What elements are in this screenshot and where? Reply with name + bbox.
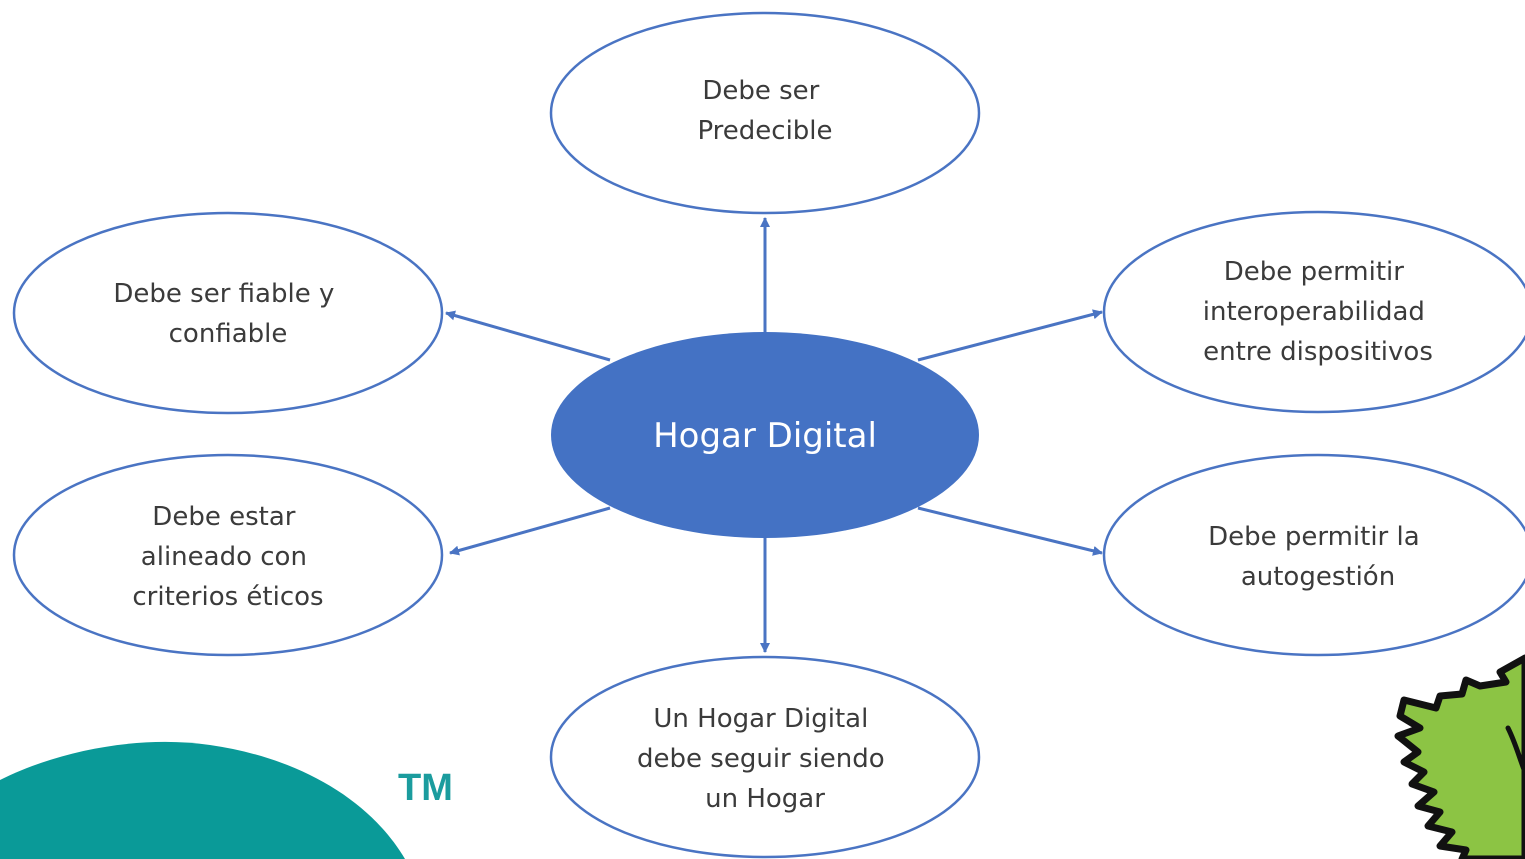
node-top-shape [549,11,981,215]
trademark-mark: TM [398,767,453,809]
node-lower-right-shape [1102,453,1525,657]
node-lower-left: Debe estar alineado con criterios éticos [12,453,444,657]
node-upper-left-line-1: Debe ser fiable y [113,279,334,309]
svg-text:Un Hogar Digital debe: Un Hogar Digital debe seguir siendo un H… [637,704,893,814]
node-upper-right-line-1: Debe permitir [1224,257,1404,287]
svg-text:Debe ser Predecible: Debe ser Predecible [697,76,832,146]
svg-text:Debe estar alineado co: Debe estar alineado con criterios éticos [132,502,323,612]
node-upper-right: Debe permitir interoperabilidad entre di… [1102,210,1525,414]
node-lower-left-line-2: alineado con [141,542,307,572]
node-lower-left-line-1: Debe estar [152,502,295,532]
leaf-mascot-detail [1505,725,1525,775]
node-lower-right-line-1: Debe permitir la [1208,522,1420,552]
svg-text:Debe ser fiable y conf: Debe ser fiable y confiable [113,279,342,349]
node-top-line-2: Predecible [697,116,832,146]
node-top-line-1: Debe ser [702,76,819,106]
leaf-mascot-shape [1394,654,1525,859]
center-node-label: Hogar Digital [653,416,877,456]
node-lower-left-shape [12,453,444,657]
center-node: Hogar Digital [551,332,979,538]
node-upper-left-shape [12,211,444,415]
node-bottom-line-2: debe seguir siendo [637,744,885,774]
node-top: Debe ser Predecible [549,11,981,215]
node-upper-right-line-2: interoperabilidad [1203,297,1425,327]
node-bottom-line-1: Un Hogar Digital [653,704,868,734]
arrow-to-upper-right [917,309,1103,362]
node-bottom-line-3: un Hogar [705,784,825,814]
teal-corner-shape [0,741,405,859]
center-node-shape [551,332,979,538]
connectors [445,217,1103,653]
node-upper-right-shape [1102,210,1525,414]
node-upper-left: Debe ser fiable y confiable [12,211,444,415]
node-bottom-shape [549,655,981,859]
node-upper-right-line-3: entre dispositivos [1203,337,1433,367]
leaf-mascot-icon [1394,654,1525,859]
arrow-to-upper-left [445,310,611,362]
node-upper-left-line-2: confiable [169,319,288,349]
svg-text:Debe permitir interope: Debe permitir interoperabilidad entre di… [1203,257,1433,367]
node-lower-right-line-2: autogestión [1241,562,1395,592]
teal-blob [0,741,405,859]
arrow-to-lower-right [917,506,1103,556]
arrow-to-lower-left [449,506,611,556]
node-bottom: Un Hogar Digital debe seguir siendo un H… [549,655,981,859]
node-lower-left-line-3: criterios éticos [132,582,323,612]
node-lower-right: Debe permitir la autogestión [1102,453,1525,657]
svg-text:Debe permitir la autog: Debe permitir la autogestión [1208,522,1428,592]
